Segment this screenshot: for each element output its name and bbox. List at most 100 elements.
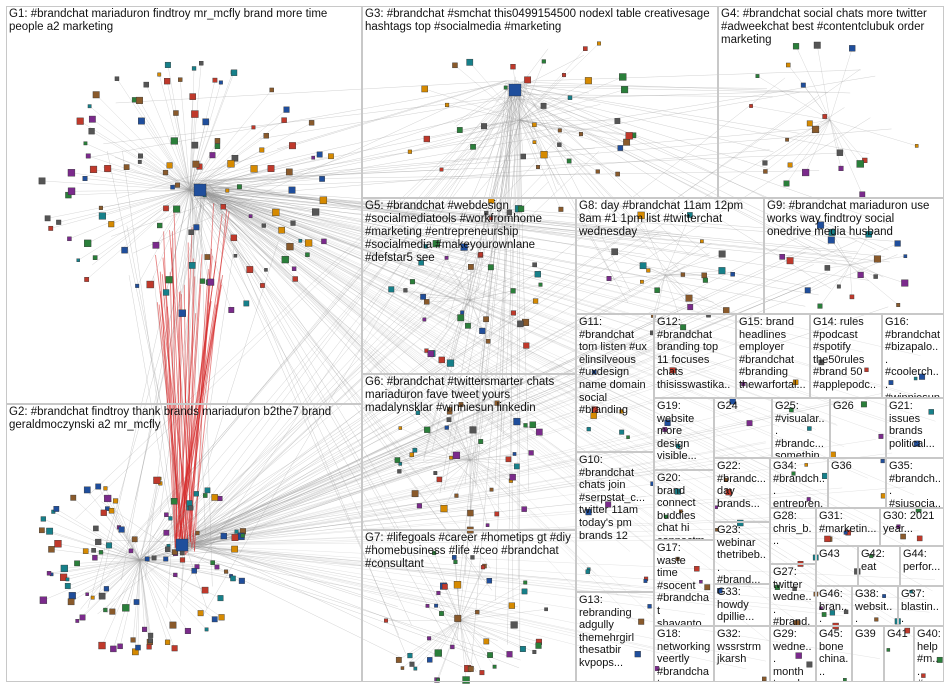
network-edge bbox=[519, 119, 560, 145]
network-edge bbox=[51, 549, 141, 561]
network-edge bbox=[199, 189, 813, 606]
network-edge bbox=[189, 189, 294, 224]
network-edge bbox=[199, 189, 923, 555]
network-node bbox=[53, 506, 60, 512]
network-edge bbox=[173, 107, 845, 538]
network-edge bbox=[181, 427, 693, 546]
network-edge bbox=[507, 97, 516, 645]
group-panel-g37: G37: blastin... bbox=[898, 586, 944, 626]
network-edge bbox=[199, 189, 669, 449]
network-node bbox=[131, 536, 138, 543]
group-label-g16: G16: #brandchat #bizapalo... #coolerch..… bbox=[885, 316, 941, 398]
network-node bbox=[76, 117, 84, 125]
network-node bbox=[67, 598, 75, 606]
network-edge bbox=[508, 82, 514, 602]
network-edge bbox=[182, 409, 486, 541]
network-edge bbox=[189, 189, 197, 228]
network-edge bbox=[198, 183, 714, 303]
network-node bbox=[403, 288, 408, 293]
network-edge bbox=[170, 247, 186, 555]
group-panel-g33: G33: howdy dpillie... bbox=[714, 584, 770, 626]
network-node bbox=[617, 145, 624, 151]
network-node bbox=[168, 516, 173, 521]
network-node bbox=[822, 114, 828, 119]
group-panel-g13: G13: rebranding adgully themehrgirl thes… bbox=[576, 592, 654, 682]
network-edge bbox=[181, 439, 876, 546]
network-edge bbox=[85, 143, 191, 191]
network-edge bbox=[519, 119, 618, 175]
network-edge bbox=[63, 559, 141, 578]
network-node bbox=[91, 548, 96, 553]
network-node bbox=[420, 293, 426, 300]
network-edge bbox=[190, 189, 619, 316]
network-node bbox=[173, 205, 181, 213]
network-edge bbox=[139, 559, 176, 576]
network-edge bbox=[43, 518, 141, 561]
network-node bbox=[763, 169, 768, 174]
network-edge bbox=[71, 172, 191, 191]
network-edge bbox=[202, 194, 852, 258]
network-node bbox=[143, 81, 150, 88]
network-edge bbox=[509, 92, 884, 278]
group-label-g30: G30: 2021 year... bbox=[883, 510, 935, 535]
group-label-g6: G6: #brandchat #twittersmarter chats mar… bbox=[365, 376, 555, 414]
network-edge bbox=[191, 197, 206, 536]
network-edge bbox=[187, 538, 463, 668]
network-node bbox=[76, 258, 80, 262]
network-edge bbox=[189, 109, 287, 191]
network-edge bbox=[187, 466, 433, 552]
network-node bbox=[446, 359, 455, 367]
network-edge bbox=[829, 119, 861, 165]
network-edge bbox=[199, 189, 847, 611]
network-node bbox=[456, 127, 463, 133]
network-edge bbox=[513, 90, 615, 280]
network-edge bbox=[199, 189, 674, 549]
network-edge bbox=[136, 559, 141, 603]
network-node bbox=[103, 586, 109, 592]
network-edge bbox=[175, 112, 191, 191]
network-node bbox=[288, 186, 296, 194]
network-edge bbox=[92, 185, 192, 266]
network-edge bbox=[195, 191, 646, 255]
network-node bbox=[272, 208, 280, 217]
network-edge bbox=[181, 544, 930, 613]
network-edge bbox=[463, 247, 471, 301]
network-edge bbox=[177, 507, 486, 544]
network-edge bbox=[43, 559, 141, 601]
network-node bbox=[90, 595, 95, 600]
network-node bbox=[171, 549, 178, 555]
group-label-g19: G19: website more design visible... bbox=[657, 400, 697, 463]
network-node bbox=[84, 239, 92, 247]
network-edge bbox=[115, 80, 518, 104]
network-node bbox=[506, 209, 513, 216]
network-edge bbox=[156, 302, 183, 542]
network-edge bbox=[181, 373, 641, 546]
network-node bbox=[267, 165, 275, 172]
network-edge bbox=[189, 63, 202, 191]
group-label-g33: G33: howdy dpillie... bbox=[717, 586, 755, 624]
group-panel-g34: G34: #brandch... entrepren... bbox=[770, 458, 828, 508]
network-node bbox=[209, 152, 216, 159]
group-panel-g16: G16: #brandchat #bizapalo... #coolerch..… bbox=[882, 314, 944, 398]
network-edge bbox=[189, 114, 196, 191]
network-node bbox=[162, 289, 170, 296]
network-edge bbox=[181, 491, 693, 546]
network-node bbox=[54, 540, 62, 548]
network-node bbox=[163, 556, 169, 562]
network-node bbox=[269, 87, 274, 93]
network-node bbox=[532, 122, 537, 128]
group-label-g40: G40: help #m... #m... bbox=[917, 628, 941, 681]
group-label-g4: G4: #brandchat social chats more twitter… bbox=[721, 8, 927, 46]
network-edge bbox=[426, 119, 521, 140]
network-edge bbox=[516, 94, 519, 580]
network-edge bbox=[124, 189, 191, 251]
network-edge bbox=[467, 299, 471, 326]
network-node bbox=[95, 538, 102, 546]
network-edge bbox=[88, 155, 191, 191]
network-node bbox=[444, 255, 449, 260]
network-edge bbox=[67, 559, 141, 580]
network-node bbox=[292, 276, 298, 282]
network-node bbox=[783, 180, 790, 187]
network-node bbox=[109, 608, 116, 615]
network-edge bbox=[664, 274, 706, 281]
